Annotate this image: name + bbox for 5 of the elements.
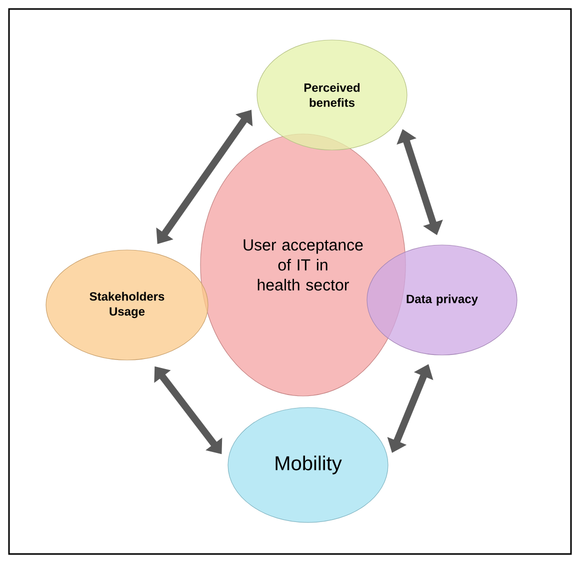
ellipse-node: Data privacy	[366, 244, 518, 356]
ellipse-node: Perceived benefits	[256, 40, 408, 150]
ellipse-node: Mobility	[228, 407, 388, 523]
ellipse-node: Stakeholders Usage	[46, 250, 208, 360]
ellipse-node: User acceptance of IT in health sector	[200, 134, 406, 396]
